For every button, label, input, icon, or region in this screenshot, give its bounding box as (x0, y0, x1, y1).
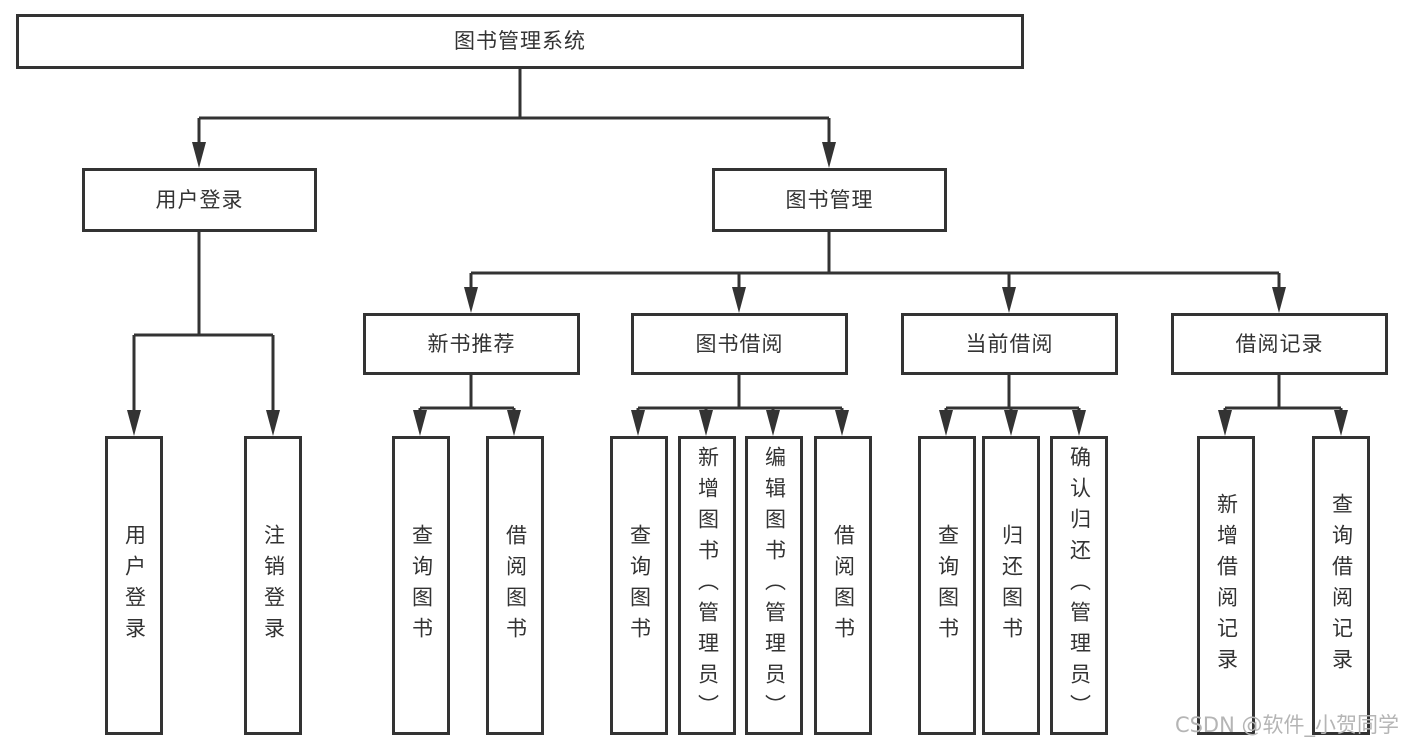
leaf-add-borrow-record: 新增借阅记录 (1197, 436, 1255, 735)
connector-book-borrow-children (631, 375, 849, 436)
node-book-borrow: 图书借阅 (631, 313, 848, 375)
connector-root-to-level2 (192, 69, 836, 168)
leaf-add-borrow-record-label: 新增借阅记录 (1214, 492, 1239, 679)
node-new-book-recommend-label: 新书推荐 (427, 331, 516, 356)
arrowhead-icon (766, 410, 780, 436)
leaf-query-borrow-record: 查询借阅记录 (1312, 436, 1370, 735)
arrowhead-icon (631, 410, 645, 436)
node-user-login: 用户登录 (82, 168, 317, 232)
leaf-borrow-books: 借阅图书 (814, 436, 872, 735)
leaf-return-books: 归还图书 (982, 436, 1040, 735)
arrowhead-icon (822, 142, 836, 168)
arrowhead-icon (699, 410, 713, 436)
node-new-book-recommend: 新书推荐 (363, 313, 580, 375)
connector-user-login-children (127, 232, 280, 436)
leaf-add-books-admin: 新增图书（管理员） (678, 436, 736, 735)
leaf-user-login-label: 用户登录 (122, 523, 147, 648)
arrowhead-icon (1272, 287, 1286, 313)
node-borrow-records-label: 借阅记录 (1235, 331, 1324, 356)
arrowhead-icon (939, 410, 953, 436)
node-book-borrow-label: 图书借阅 (695, 331, 784, 356)
leaf-query-books-current: 查询图书 (918, 436, 976, 735)
connector-current-borrow-children (939, 375, 1086, 436)
arrowhead-icon (266, 410, 280, 436)
leaf-query-books-current-label: 查询图书 (935, 523, 960, 648)
connector-borrow-records-children (1218, 375, 1348, 436)
leaf-query-books-borrow-label: 查询图书 (627, 523, 652, 648)
leaf-query-books-recommend-label: 查询图书 (409, 523, 434, 648)
node-current-borrow-label: 当前借阅 (965, 331, 1054, 356)
arrowhead-icon (464, 287, 478, 313)
leaf-query-borrow-record-label: 查询借阅记录 (1329, 492, 1354, 679)
node-root-label: 图书管理系统 (454, 29, 586, 53)
connector-book-mgmt-children (464, 232, 1286, 313)
leaf-borrow-books-recommend-label: 借阅图书 (503, 523, 528, 648)
leaf-borrow-books-recommend: 借阅图书 (486, 436, 544, 735)
leaf-logout: 注销登录 (244, 436, 302, 735)
leaf-query-books-borrow: 查询图书 (610, 436, 668, 735)
leaf-user-login: 用户登录 (105, 436, 163, 735)
arrowhead-icon (1072, 410, 1086, 436)
leaf-confirm-return-admin-label: 确认归还（管理员） (1067, 446, 1092, 725)
arrowhead-icon (192, 142, 206, 168)
node-user-login-label: 用户登录 (155, 187, 244, 212)
node-book-management: 图书管理 (712, 168, 947, 232)
arrowhead-icon (1218, 410, 1232, 436)
leaf-edit-books-admin-label: 编辑图书（管理员） (762, 446, 787, 725)
leaf-edit-books-admin: 编辑图书（管理员） (745, 436, 803, 735)
node-root: 图书管理系统 (16, 14, 1024, 69)
csdn-watermark: CSDN @软件_小贺同学 (1174, 713, 1399, 737)
arrowhead-icon (413, 410, 427, 436)
node-current-borrow: 当前借阅 (901, 313, 1118, 375)
arrowhead-icon (1004, 410, 1018, 436)
leaf-query-books-recommend: 查询图书 (392, 436, 450, 735)
node-borrow-records: 借阅记录 (1171, 313, 1388, 375)
leaf-borrow-books-label: 借阅图书 (831, 523, 856, 648)
leaf-logout-label: 注销登录 (261, 523, 286, 648)
arrowhead-icon (507, 410, 521, 436)
arrowhead-icon (835, 410, 849, 436)
arrowhead-icon (1002, 287, 1016, 313)
arrowhead-icon (127, 410, 141, 436)
leaf-confirm-return-admin: 确认归还（管理员） (1050, 436, 1108, 735)
connector-new-book-children (413, 375, 521, 436)
leaf-add-books-admin-label: 新增图书（管理员） (695, 446, 720, 725)
arrowhead-icon (1334, 410, 1348, 436)
leaf-return-books-label: 归还图书 (999, 523, 1024, 648)
arrowhead-icon (732, 287, 746, 313)
node-book-management-label: 图书管理 (785, 187, 874, 212)
